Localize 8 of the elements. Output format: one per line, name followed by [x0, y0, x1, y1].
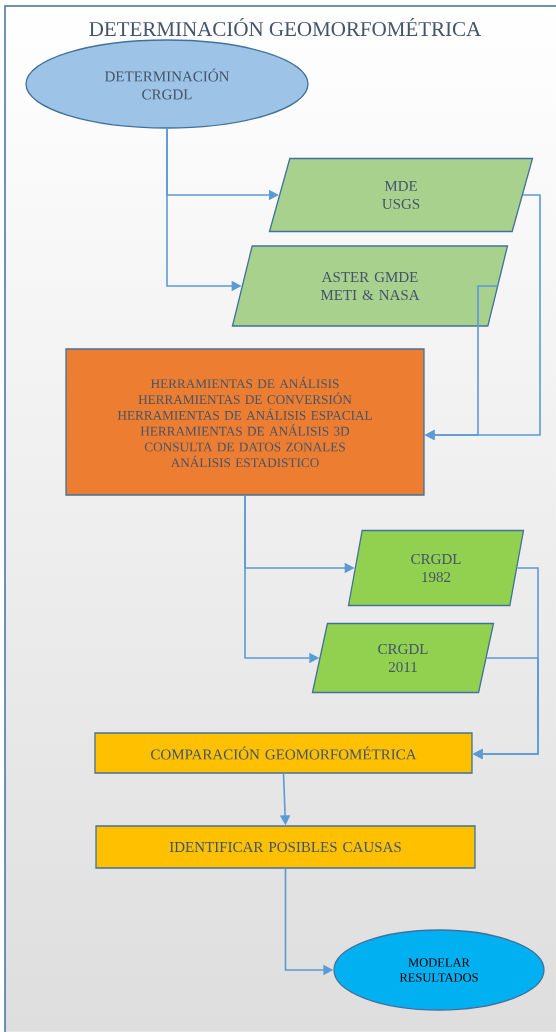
process-box: COMPARACIÓN GEOMORFOMÉTRICA [94, 732, 473, 774]
data-parallelogram: MDE USGS [268, 157, 534, 233]
process-box: IDENTIFICAR POSIBLES CAUSAS [95, 825, 476, 869]
data-parallelogram: ASTER GMDE METI & NASA [231, 245, 509, 327]
data-parallelogram: CRGDL 1982 [347, 529, 525, 607]
title: DETERMINACIÓN GEOMORFOMÉTRICA [89, 17, 482, 37]
process-box: HERRAMIENTAS DE ANÁLISIS HERRAMIENTAS DE CONVERSIÓN HERRAMIENTAS DE ANÁLISIS ESPACIAL HERRAMIENTAS DE ANÁLISIS 3D CONSULTA DE DATOS ZONALES ANÁLISIS ESTADISTICO [65, 348, 425, 496]
data-parallelogram: CRGDL 2011 [311, 622, 495, 694]
